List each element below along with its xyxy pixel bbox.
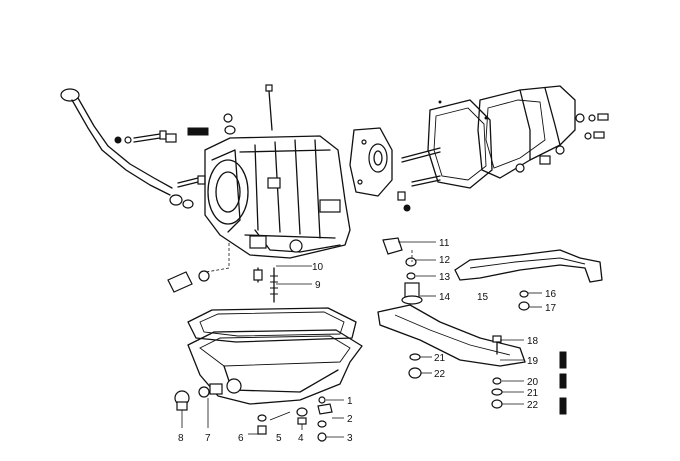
callout-3: 3 <box>347 433 353 444</box>
callout-4: 4 <box>298 433 304 444</box>
callout-20: 20 <box>527 377 539 388</box>
callout-5: 5 <box>276 433 282 444</box>
leader-lines <box>181 241 542 438</box>
callout-6: 6 <box>238 433 244 444</box>
gasket <box>427 99 493 189</box>
drain-plug <box>174 386 210 411</box>
callout-17: 17 <box>545 303 557 314</box>
bottom-hardware <box>257 396 333 442</box>
callout-12: 12 <box>439 255 451 266</box>
upper-bolts <box>114 127 209 188</box>
engine-mount <box>382 237 423 305</box>
output-flange <box>349 127 393 197</box>
callout-18: 18 <box>527 336 539 347</box>
right-hardware <box>408 290 530 409</box>
callout-11: 11 <box>439 238 450 249</box>
callout-22-right: 22 <box>527 400 539 411</box>
oil-pan-studs <box>253 267 278 303</box>
crossmember <box>377 304 526 367</box>
callout-1: 1 <box>347 396 353 407</box>
oil-pan <box>187 329 363 405</box>
callout-22-left: 22 <box>434 369 446 380</box>
callout-21-left: 21 <box>434 353 446 364</box>
dipstick-tube <box>60 88 194 209</box>
callout-labels: 1 2 3 4 5 6 7 8 9 10 11 12 13 14 15 16 1… <box>178 238 557 444</box>
oil-pan-gasket <box>187 307 357 343</box>
callout-7: 7 <box>205 433 211 444</box>
temperature-sensor <box>167 270 210 293</box>
heat-shield <box>454 249 603 283</box>
callout-16: 16 <box>545 289 557 300</box>
callout-19: 19 <box>527 356 539 367</box>
callout-13: 13 <box>439 272 451 283</box>
long-bolt <box>223 84 273 135</box>
extension-housing <box>477 85 609 179</box>
callout-9: 9 <box>315 280 321 291</box>
callout-15: 15 <box>477 292 489 303</box>
callout-8: 8 <box>178 433 184 444</box>
transmission-housing <box>204 135 351 259</box>
rear-studs <box>397 147 441 212</box>
callout-14: 14 <box>439 292 451 303</box>
callout-21-right: 21 <box>527 388 539 399</box>
callout-2: 2 <box>347 414 353 425</box>
page-corner-marks <box>559 351 567 415</box>
callout-10: 10 <box>312 262 324 273</box>
